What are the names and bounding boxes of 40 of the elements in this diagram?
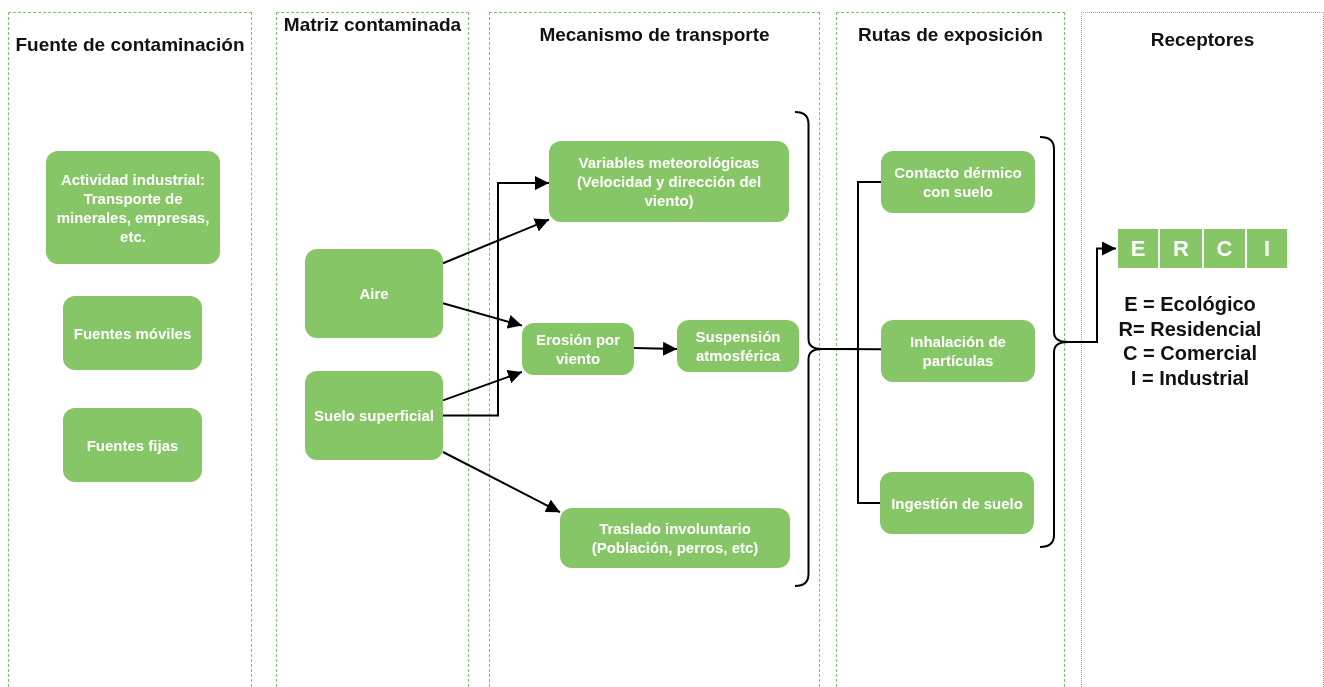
legend-note: E = Ecológico [1123,292,1257,316]
process-box: Actividad industrial: Transporte de minerales, empresas, etc. [46,151,220,264]
column-panel [1081,12,1324,687]
process-box: Ingestión de suelo [880,472,1034,534]
column-panel [489,12,820,687]
arrow [1067,241,1117,343]
process-box: Contacto dérmico con suelo [881,151,1035,213]
curly-brace [795,110,822,588]
curly-brace [1040,135,1068,549]
process-box: Traslado involuntario (Población, perros, etc) [560,508,790,568]
column-title: Fuente de contaminación [14,33,246,56]
legend-note: I = Industrial [1129,365,1251,390]
receptor-code-tile: I [1245,229,1287,268]
process-box: Inhalación de partículas [881,320,1035,382]
column-panel [8,12,252,687]
arrow [442,176,550,417]
process-box: Fuentes móviles [63,296,202,370]
legend-note: C = Comercial [1122,341,1258,365]
column-title: Rutas de exposición [857,23,1044,46]
column-title: Matriz contaminada [282,13,463,36]
connector-line [821,348,881,504]
receptor-code-tile: E [1116,229,1158,268]
column-title: Mecanismo de transporte [538,23,771,46]
process-box: Variables meteorológicas (Velocidad y dirección del viento) [549,141,789,222]
arrow [442,218,550,265]
arrow [442,451,561,514]
column-panel [276,12,469,687]
process-box: Fuentes fijas [63,408,202,482]
arrow [442,302,523,329]
arrow [633,341,678,356]
process-box: Erosión por viento [522,323,634,375]
process-box: Aire [305,249,443,338]
column-title: Receptores [1149,28,1256,51]
receptor-code-tile: R [1158,229,1202,268]
legend-note: R= Residencial [1117,316,1263,341]
receptor-code-tile: C [1202,229,1245,268]
process-box: Suelo superficial [305,371,443,460]
process-box: Suspensión atmosférica [677,320,799,372]
column-panel [836,12,1065,687]
arrow [442,370,523,402]
